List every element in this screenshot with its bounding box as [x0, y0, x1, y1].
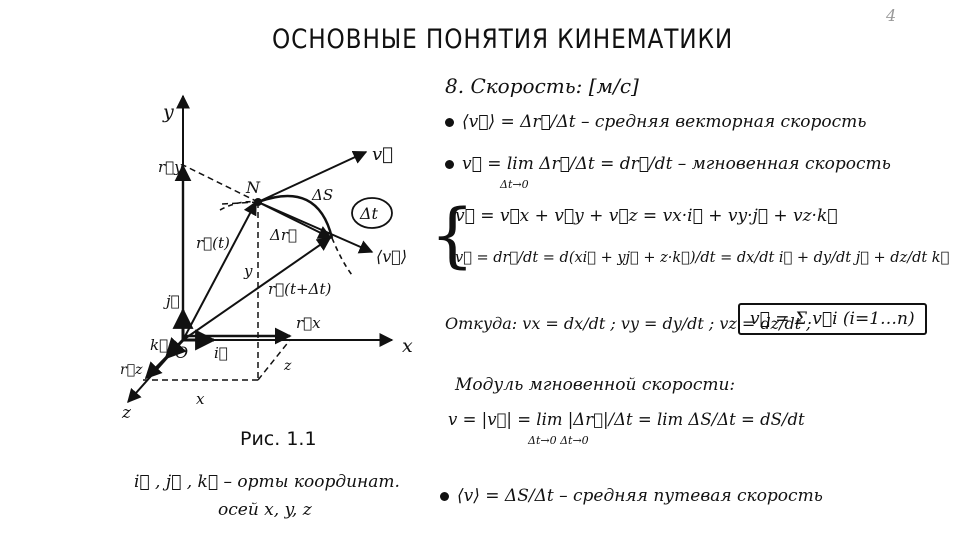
label-origin: O	[175, 343, 188, 362]
modulus-heading: Модуль мгновенной скорости:	[455, 375, 736, 395]
label-dt-circle: Δt	[359, 204, 379, 223]
bullet-icon	[445, 160, 454, 169]
dt-circle	[351, 197, 393, 229]
label-y-small: y	[243, 262, 253, 280]
section-heading: 8. Скорость: [м/с]	[445, 74, 639, 98]
label-x-axis: x	[402, 335, 413, 357]
label-ry: r⃗y	[158, 158, 183, 176]
label-r-t-dt: r⃗(t+Δt)	[268, 280, 331, 298]
system-brace: {	[430, 194, 475, 276]
projection-lines	[143, 164, 291, 381]
point-n	[254, 198, 262, 206]
page-number: 4	[886, 6, 897, 25]
label-rx: r⃗x	[296, 314, 321, 332]
instant-limit: Δt→0	[500, 178, 529, 191]
orts-line-2: осей x, y, z	[218, 500, 312, 520]
avg-path-velocity-line: ⟨v⟩ = ΔS/Δt – средняя путевая скорость	[440, 486, 823, 506]
label-y-axis: y	[162, 101, 174, 123]
orts-line-1: i⃗ , j⃗ , k⃗ – орты координат.	[134, 472, 400, 492]
label-z-small: z	[283, 358, 292, 374]
label-x-small: x	[196, 390, 205, 408]
kinematics-figure: y x z O N r⃗y r⃗x r⃗z r⃗(t) r⃗(t+Δt) Δr⃗…	[120, 94, 413, 423]
k-unit-vector	[164, 337, 187, 360]
label-v-vec: v⃗	[372, 144, 393, 165]
label-i: i⃗	[214, 344, 228, 362]
bullet-icon	[440, 492, 449, 501]
label-j: j⃗	[163, 292, 180, 310]
label-dr: Δr⃗	[269, 226, 297, 244]
label-k: k⃗	[150, 336, 168, 354]
r-t-dt-vector	[182, 237, 332, 341]
instant-velocity-line: v⃗ = lim Δr⃗/Δt = dr⃗/dt – мгновенная ск…	[445, 154, 891, 174]
label-avg-v: ⟨v⃗⟩	[376, 247, 407, 266]
components-line-1: v⃗ = v⃗x + v⃗y + v⃗z = vx·i⃗ + vy·j⃗ + v…	[455, 206, 838, 226]
velocity-vector	[257, 150, 368, 203]
label-rz: r⃗z	[120, 362, 143, 378]
r-t-vector	[182, 200, 257, 341]
avg-velocity-vector	[257, 201, 374, 254]
modulus-limits: Δt→0 Δt→0	[528, 434, 589, 447]
avg-path-text: ⟨v⟩ = ΔS/Δt – средняя путевая скорость	[457, 486, 823, 506]
modulus-line: v = |v⃗| = lim |Δr⃗|/Δt = lim ΔS/Δt = dS…	[448, 410, 805, 429]
figure-caption: Рис. 1.1	[240, 428, 317, 450]
velocity-sum-box: v⃗ = Σ v⃗i (i=1…n)	[738, 303, 927, 335]
avg-vector-velocity-line: ⟨v⃗⟩ = Δr⃗/Δt – средняя векторная скорос…	[445, 112, 866, 132]
label-n: N	[245, 178, 261, 197]
components-line-2: v⃗ = dr⃗/dt = d(xi⃗ + yj⃗ + z·k⃗)/dt = d…	[455, 250, 950, 266]
instant-text: v⃗ = lim Δr⃗/Δt = dr⃗/dt – мгновенная ск…	[462, 154, 891, 174]
label-r-t: r⃗(t)	[196, 234, 230, 252]
avg-vector-text: ⟨v⃗⟩ = Δr⃗/Δt – средняя векторная скорос…	[462, 112, 867, 132]
bullet-icon	[445, 118, 454, 127]
label-ds: ΔS	[311, 186, 333, 204]
page-title: ОСНОВНЫЕ ПОНЯТИЯ КИНЕМАТИКИ	[272, 24, 734, 55]
trajectory-arc	[257, 194, 334, 239]
whence-line: Откуда: vx = dx/dt ; vy = dy/dt ; vz = d…	[445, 314, 812, 333]
label-z-axis: z	[121, 403, 132, 423]
